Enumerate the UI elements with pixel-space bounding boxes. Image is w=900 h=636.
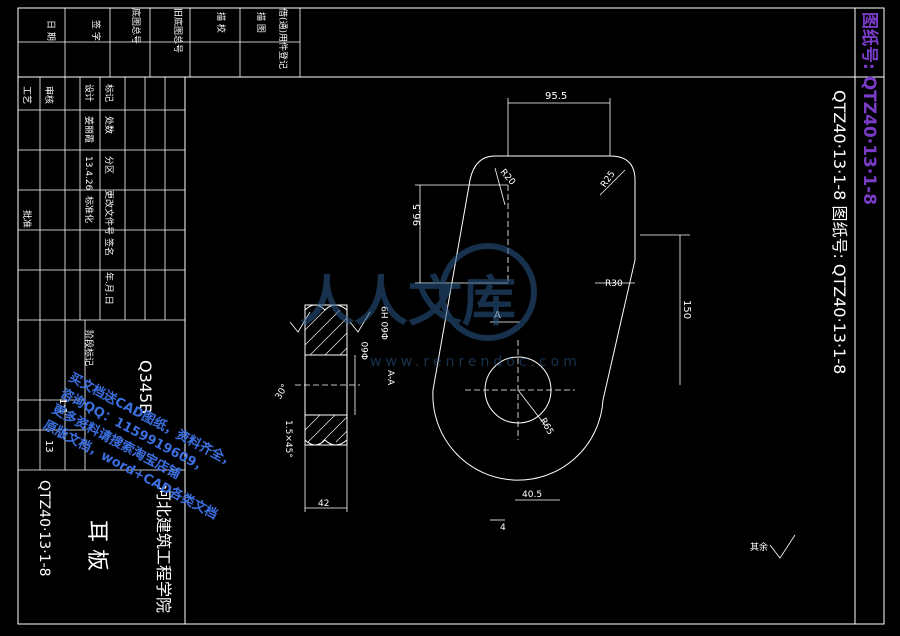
dim-thickness: 42 [318,499,329,509]
rev-header-file: 更改文件号 [103,190,115,235]
part-name: 耳 板 [84,520,109,571]
scale-value: 1:1 [57,398,68,414]
right-stamp: 图纸号: QTZ40·13·1-8 [859,12,880,205]
label-shared-parts: 借(通)用件登记 [277,8,289,69]
material-value: Q345B [136,360,155,414]
r-top-right-leader [599,169,626,196]
watermark-logo [439,243,537,341]
dim-top-width: 95.5 [545,91,567,102]
label-approve: 批准 [21,210,33,228]
label-date: 日 期 [45,20,56,41]
watermark-url: www.renrendoc.com [370,354,581,370]
ear-plate-outline [432,155,636,481]
roughness-mark-corner [769,534,796,559]
dim-left-height: 96.5 [412,204,423,226]
dim-total-height: 150 [681,300,692,319]
label-trace: 描 图 [255,12,267,33]
label-standard: 标准化 [83,196,95,223]
rev-header-count: 处数 [103,116,115,134]
section-label: A [494,310,501,321]
title-block: 工艺 审核 批准 设计 姜丽霞 13.4.26 标准化 标记 处数 分区 更改文… [18,77,186,624]
label-check: 描 校 [215,12,227,33]
dim-bore: Φ60 [361,341,371,360]
dim-bore-h9: Φ60 H9 [381,306,391,340]
r-top-left-leader [494,167,506,206]
dim-chamfer: 1.5×45° [283,420,293,458]
roughness-other-label: 其余 [750,541,768,553]
drawing-frame [17,7,885,625]
roughness-mark-left [289,311,311,333]
rev-header-sign: 签名 [103,238,115,256]
count-value: 13 [43,440,54,453]
section-view: 42 Φ60 Φ60 H9 A-A 1.5×45° 30° 其余 [274,304,796,559]
section-hatch-top [304,309,348,356]
r-hole-leader [517,389,546,426]
dim-small: 4 [500,523,506,533]
drawing-number: QTZ40·13·1-8 [36,480,52,577]
rev-header-date: 年.月.日 [103,272,115,305]
section-hatch-bottom [304,414,348,443]
section-title: A-A [385,370,395,386]
label-old-base-no: 旧底图总号 [172,8,184,53]
label-sign: 签 字 [90,20,102,41]
rev-header-zone: 分区 [103,156,114,174]
designer-name: 姜丽霞 [83,116,95,143]
label-craft: 工艺 [21,86,32,104]
top-label-strip: 日 期 签 字 底图总号 旧底图总号 描 校 描 图 借(通)用件登记 [18,8,301,77]
dim-bottom-offset: 40.5 [522,490,542,500]
section-break-bottom [304,439,348,446]
design-date: 13.4.26 [83,156,93,191]
roughness-mark-right [349,311,371,333]
label-review: 审核 [43,86,55,104]
rev-header-mark: 标记 [103,84,115,102]
label-stage-mark: 阶段标记 [83,330,95,366]
label-base-no: 底图总号 [130,8,142,44]
side-stamp: QTZ40·13·1-8 图纸号: QTZ40·13·1-8 [830,90,849,374]
watermark: 人人文库 www.renrendoc.com [300,243,581,370]
dim-r-right: R30 [605,279,623,289]
company-name: 河北建筑工程学院 [154,485,173,613]
watermark-brand: 人人文库 [300,270,516,333]
label-designer: 设计 [83,84,95,102]
